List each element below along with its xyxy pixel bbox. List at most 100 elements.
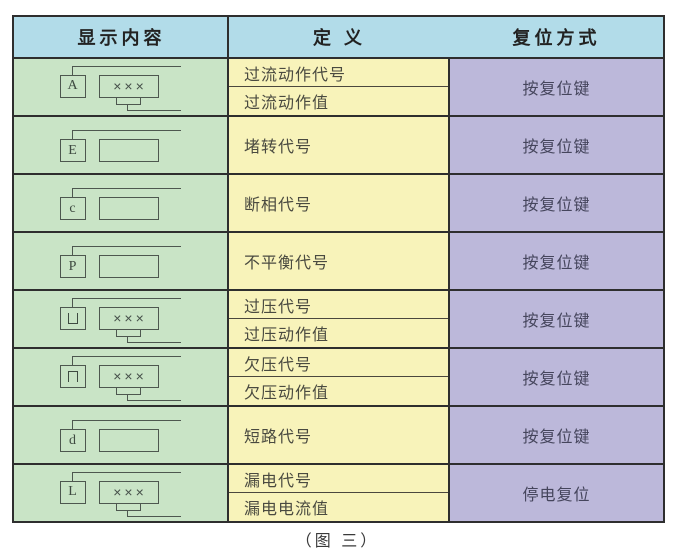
code-letter: L: [68, 484, 77, 499]
table-row: c 断相代号 按复位键: [14, 173, 663, 231]
code-box: [59, 364, 86, 388]
leader-line: [126, 103, 181, 111]
header-cell-reset: 复位方式: [450, 17, 663, 57]
figure-caption: （图 三）: [295, 533, 380, 550]
code-letter: d: [69, 432, 76, 448]
definition-text: 短路代号: [244, 429, 313, 446]
table-row: ××× 过压代号 过压动作值 按复位键: [14, 289, 663, 347]
display-cell: P: [14, 233, 229, 289]
reset-cell: 按复位键: [450, 117, 663, 173]
definition-cell: 断相代号: [229, 175, 450, 231]
table-row: ××× 欠压代号 欠压动作值 按复位键: [14, 347, 663, 405]
display-diagram: d: [59, 417, 182, 453]
value-placeholder: ×××: [113, 310, 147, 326]
code-letter: A: [67, 78, 78, 93]
reset-method-text: 按复位键: [522, 81, 591, 98]
display-diagram: ×××: [59, 353, 182, 402]
definition-text: 过流动作代号: [229, 59, 448, 87]
value-placeholder: ×××: [113, 78, 147, 94]
display-cell: E: [14, 117, 229, 173]
connector-line: [71, 471, 181, 482]
open-top-box-symbol: [67, 312, 78, 324]
value-box: [98, 429, 159, 452]
table-row: P 不平衡代号 按复位键: [14, 231, 663, 289]
display-cell: c: [14, 175, 229, 231]
reset-method-text: 按复位键: [522, 197, 591, 214]
value-box: ×××: [98, 364, 159, 388]
connector-line: [71, 130, 181, 140]
code-box: L: [59, 480, 86, 504]
bracket-line: [115, 329, 141, 337]
connector-line: [71, 246, 181, 256]
code-box: c: [59, 197, 86, 220]
definition-text: 断相代号: [244, 197, 313, 214]
definition-cell: 欠压代号 欠压动作值: [229, 349, 450, 405]
value-box: [98, 255, 159, 278]
table-header-row: 显示内容 定 义 复位方式: [14, 17, 663, 57]
definition-cell: 不平衡代号: [229, 233, 450, 289]
definition-cell: 过流动作代号 过流动作值: [229, 59, 450, 115]
display-cell: d: [14, 407, 229, 463]
header-cell-display: 显示内容: [14, 17, 229, 57]
table-row: A ××× 过流动作代号 过流动作值 按复位键: [14, 57, 663, 115]
reset-cell: 停电复位: [450, 465, 663, 521]
definition-cell: 漏电代号 漏电电流值: [229, 465, 450, 521]
reset-method-text: 按复位键: [522, 429, 591, 446]
definition-cell: 堵转代号: [229, 117, 450, 173]
leader-line: [126, 393, 181, 401]
table-row: E 堵转代号 按复位键: [14, 115, 663, 173]
reset-cell: 按复位键: [450, 59, 663, 115]
definition-text: 过流动作值: [244, 95, 330, 112]
connector-line: [71, 65, 181, 76]
display-cell: ×××: [14, 349, 229, 405]
display-diagram: c: [59, 185, 182, 221]
code-letter: P: [68, 258, 77, 274]
display-diagram: L ×××: [59, 469, 182, 518]
definition-cell: 过压代号 过压动作值: [229, 291, 450, 347]
definition-text: 过压代号: [229, 291, 448, 319]
code-box: [59, 306, 86, 330]
leader-line: [126, 509, 181, 517]
definition-text: 过压动作值: [244, 327, 330, 344]
definition-text: 不平衡代号: [244, 255, 330, 272]
definition-text: 漏电电流值: [244, 501, 330, 518]
open-bottom-box-symbol: [67, 370, 78, 382]
value-box: ×××: [98, 306, 159, 330]
definition-text: 欠压动作值: [244, 385, 330, 402]
reset-cell: 按复位键: [450, 233, 663, 289]
bracket-line: [115, 387, 141, 395]
table-row: L ××× 漏电代号 漏电电流值 停电复位: [14, 463, 663, 521]
code-letter: E: [68, 142, 77, 158]
definition-text: 欠压代号: [229, 349, 448, 377]
display-diagram: E: [59, 127, 182, 163]
bracket-line: [115, 97, 141, 105]
header-cell-definition: 定 义: [227, 17, 452, 57]
display-cell: A ×××: [14, 59, 229, 115]
connector-line: [71, 420, 181, 430]
display-diagram: A ×××: [59, 63, 182, 112]
reset-method-text: 按复位键: [522, 255, 591, 272]
reset-method-text: 按复位键: [522, 139, 591, 156]
value-placeholder: ×××: [113, 484, 147, 500]
reset-method-text: 按复位键: [522, 371, 591, 388]
reset-method-text: 停电复位: [522, 487, 591, 504]
reset-method-text: 按复位键: [522, 313, 591, 330]
fault-code-table: 显示内容 定 义 复位方式 A ××× 过流动作代号 过流动作值 按复位键: [12, 15, 665, 523]
value-box: [98, 197, 159, 220]
value-box: [98, 139, 159, 162]
value-placeholder: ×××: [113, 368, 147, 384]
leader-line: [126, 335, 181, 343]
code-letter: c: [69, 200, 76, 216]
code-box: P: [59, 255, 86, 278]
display-diagram: ×××: [59, 295, 182, 344]
code-box: d: [59, 429, 86, 452]
reset-cell: 按复位键: [450, 407, 663, 463]
display-diagram: P: [59, 243, 182, 279]
code-box: E: [59, 139, 86, 162]
definition-text: 漏电代号: [229, 465, 448, 493]
value-box: ×××: [98, 74, 159, 98]
reset-cell: 按复位键: [450, 175, 663, 231]
reset-cell: 按复位键: [450, 349, 663, 405]
reset-cell: 按复位键: [450, 291, 663, 347]
definition-text: 堵转代号: [244, 139, 313, 156]
